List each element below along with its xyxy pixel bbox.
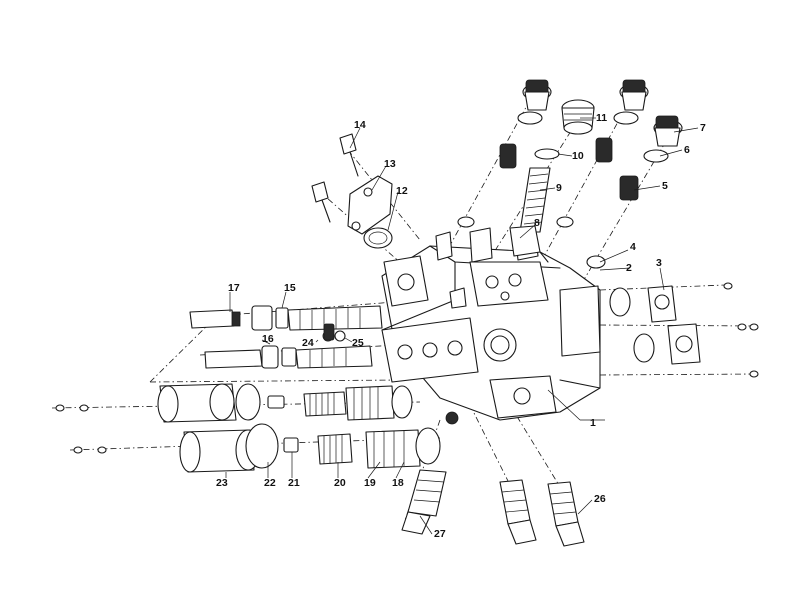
callout-16: 16 (262, 333, 274, 345)
small-springs (499, 137, 639, 201)
right-fittings (609, 282, 759, 378)
callout-24: 24 (302, 337, 314, 349)
callout-7: 7 (700, 122, 706, 134)
callout-5: 5 (662, 180, 668, 192)
callout-22: 22 (264, 477, 276, 489)
left-covers (55, 383, 441, 473)
spool-assemblies (189, 305, 383, 369)
washer-10 (534, 148, 560, 160)
plug-right (613, 79, 649, 125)
seal-6 (643, 149, 669, 163)
bolt-14-head (339, 133, 357, 155)
callout-4: 4 (630, 241, 636, 253)
callout-19: 19 (364, 477, 376, 489)
callout-8: 8 (534, 217, 540, 229)
bottom-cartridges (401, 469, 585, 547)
callout-numbers: 1 2 3 4 5 6 7 8 9 10 11 12 13 14 15 16 1… (216, 112, 706, 540)
plug-left (517, 79, 552, 125)
pins-4-8 (457, 216, 606, 269)
callout-17: 17 (228, 282, 240, 294)
valve-body (381, 227, 601, 425)
callout-21: 21 (288, 477, 300, 489)
spool-16 (204, 349, 263, 369)
callout-9: 9 (556, 182, 562, 194)
callout-12: 12 (396, 185, 408, 197)
callout-26: 26 (594, 493, 606, 505)
spool-15 (287, 305, 383, 331)
callout-11: 11 (596, 112, 607, 124)
callout-25: 25 (352, 337, 364, 349)
cover-assembly (311, 133, 393, 249)
spring-9 (519, 167, 551, 233)
plug-7 (653, 115, 683, 147)
plug-11 (561, 99, 595, 135)
callout-6: 6 (684, 144, 690, 156)
callout-23: 23 (216, 477, 228, 489)
cover-13 (347, 175, 393, 235)
callout-15: 15 (284, 282, 296, 294)
callout-13: 13 (384, 158, 396, 170)
callout-27: 27 (434, 528, 446, 540)
callout-18: 18 (392, 477, 404, 489)
callout-1: 1 (590, 417, 596, 429)
gasket-12 (363, 227, 393, 249)
callout-2: 2 (626, 262, 632, 274)
callout-3: 3 (656, 257, 662, 269)
callout-14: 14 (354, 119, 366, 131)
callout-10: 10 (572, 150, 584, 162)
bolt-left-head (311, 181, 329, 203)
top-plugs (457, 79, 683, 269)
spool-17 (189, 309, 235, 329)
cartridge-27 (407, 469, 447, 517)
leader-lines (225, 117, 699, 535)
callout-20: 20 (334, 477, 346, 489)
